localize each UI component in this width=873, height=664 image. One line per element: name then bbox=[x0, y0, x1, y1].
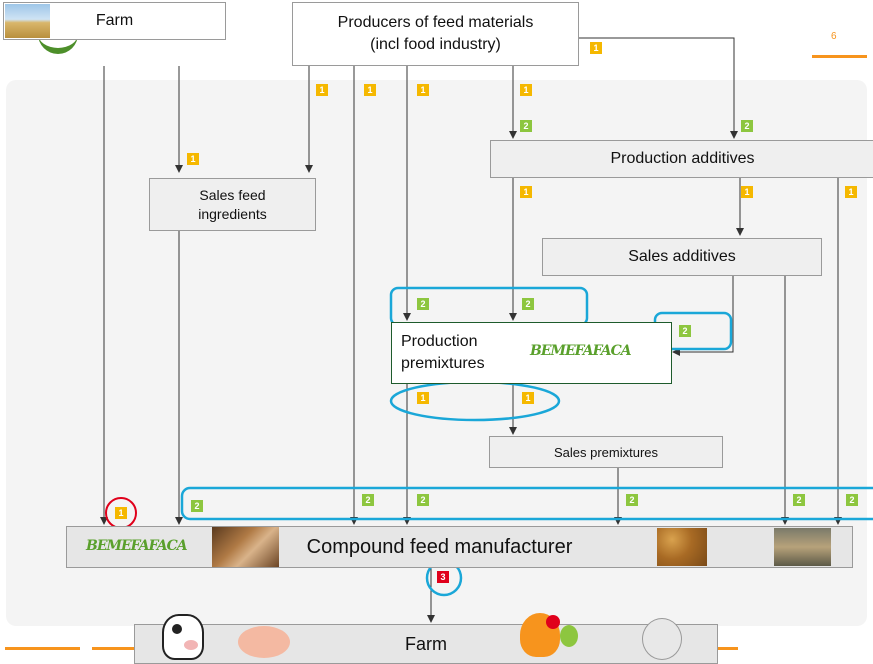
badge-producers-compound: 1 bbox=[364, 84, 376, 96]
badge-compound-6: 2 bbox=[846, 494, 858, 506]
feed-plant-photo bbox=[774, 528, 831, 566]
sales-feed-ingredients-box: Sales feed ingredients bbox=[149, 178, 316, 231]
page-number: 6 bbox=[831, 31, 837, 42]
badge-producers-salesfeed: 1 bbox=[316, 84, 328, 96]
production-additives-label: Production additives bbox=[610, 150, 755, 167]
farm-bottom-label: Farm bbox=[405, 633, 447, 654]
badge-compound-4: 2 bbox=[626, 494, 638, 506]
sales-additives-label: Sales additives bbox=[628, 248, 736, 265]
production-premix-label: Production premixtures bbox=[401, 331, 485, 375]
accent-bar-bottom-3 bbox=[718, 647, 738, 650]
badge-producers-right: 1 bbox=[590, 42, 602, 54]
production-premix-label-line2: premixtures bbox=[401, 355, 485, 372]
bemefafaca-logo-premix: BEMEFAFACA bbox=[530, 343, 632, 359]
badge-compound-5: 2 bbox=[793, 494, 805, 506]
sales-feed-label-line2: ingredients bbox=[198, 205, 267, 222]
badge-farm-compound: 1 bbox=[115, 507, 127, 519]
badge-producers-additives: 1 bbox=[520, 84, 532, 96]
badge-additives-left: 2 bbox=[520, 120, 532, 132]
accent-bar-top bbox=[812, 55, 867, 58]
cow-icon bbox=[162, 614, 204, 660]
badge-additives-right: 2 bbox=[741, 120, 753, 132]
sales-feed-label-line1: Sales feed bbox=[199, 186, 266, 203]
production-premixtures-box: Production premixtures BEMEFAFACA bbox=[391, 322, 672, 384]
badge-premix-in-right: 2 bbox=[522, 298, 534, 310]
sales-premixtures-box: Sales premixtures bbox=[489, 436, 723, 468]
farm-top-label: Farm bbox=[95, 12, 134, 29]
badge-compound-farm: 3 bbox=[437, 571, 449, 583]
badge-additives-premix: 1 bbox=[520, 186, 532, 198]
mill-interior-photo bbox=[212, 527, 279, 567]
bemefafaca-logo-compound: BEMEFAFACA bbox=[86, 538, 188, 554]
logo-swoosh bbox=[38, 22, 78, 54]
accent-bar-bottom-2 bbox=[92, 647, 134, 650]
sales-premixtures-label: Sales premixtures bbox=[553, 444, 659, 460]
compound-feed-box: Compound feed manufacturer bbox=[66, 526, 853, 568]
badge-premix-in-left: 2 bbox=[417, 298, 429, 310]
badge-compound-1: 2 bbox=[191, 500, 203, 512]
badge-producers-premix: 1 bbox=[417, 84, 429, 96]
badge-compound-3: 2 bbox=[417, 494, 429, 506]
producers-box: Producers of feed materials (incl food i… bbox=[292, 2, 579, 66]
grain-pile-photo bbox=[657, 528, 707, 566]
rabbit-icon bbox=[642, 618, 682, 660]
pig-icon bbox=[238, 626, 290, 658]
wheat-field-photo bbox=[5, 4, 50, 38]
rooster-icon bbox=[520, 613, 578, 657]
sales-additives-box: Sales additives bbox=[542, 238, 822, 276]
farm-bottom-box: Farm bbox=[134, 624, 718, 664]
badge-additives-compound: 1 bbox=[845, 186, 857, 198]
badge-farm-salesfeed: 1 bbox=[187, 153, 199, 165]
production-premix-label-line1: Production bbox=[401, 333, 478, 350]
compound-feed-label: Compound feed manufacturer bbox=[306, 535, 573, 558]
badge-premix-out-left: 1 bbox=[417, 392, 429, 404]
production-additives-box: Production additives bbox=[490, 140, 873, 178]
badge-premix-out-right: 1 bbox=[522, 392, 534, 404]
accent-bar-bottom-1 bbox=[5, 647, 80, 650]
badge-salesadditives-premix: 2 bbox=[679, 325, 691, 337]
producers-label-line1: Producers of feed materials bbox=[337, 14, 534, 31]
producers-label-line2: (incl food industry) bbox=[370, 36, 501, 53]
badge-compound-2: 2 bbox=[362, 494, 374, 506]
badge-additives-salesadditives: 1 bbox=[741, 186, 753, 198]
